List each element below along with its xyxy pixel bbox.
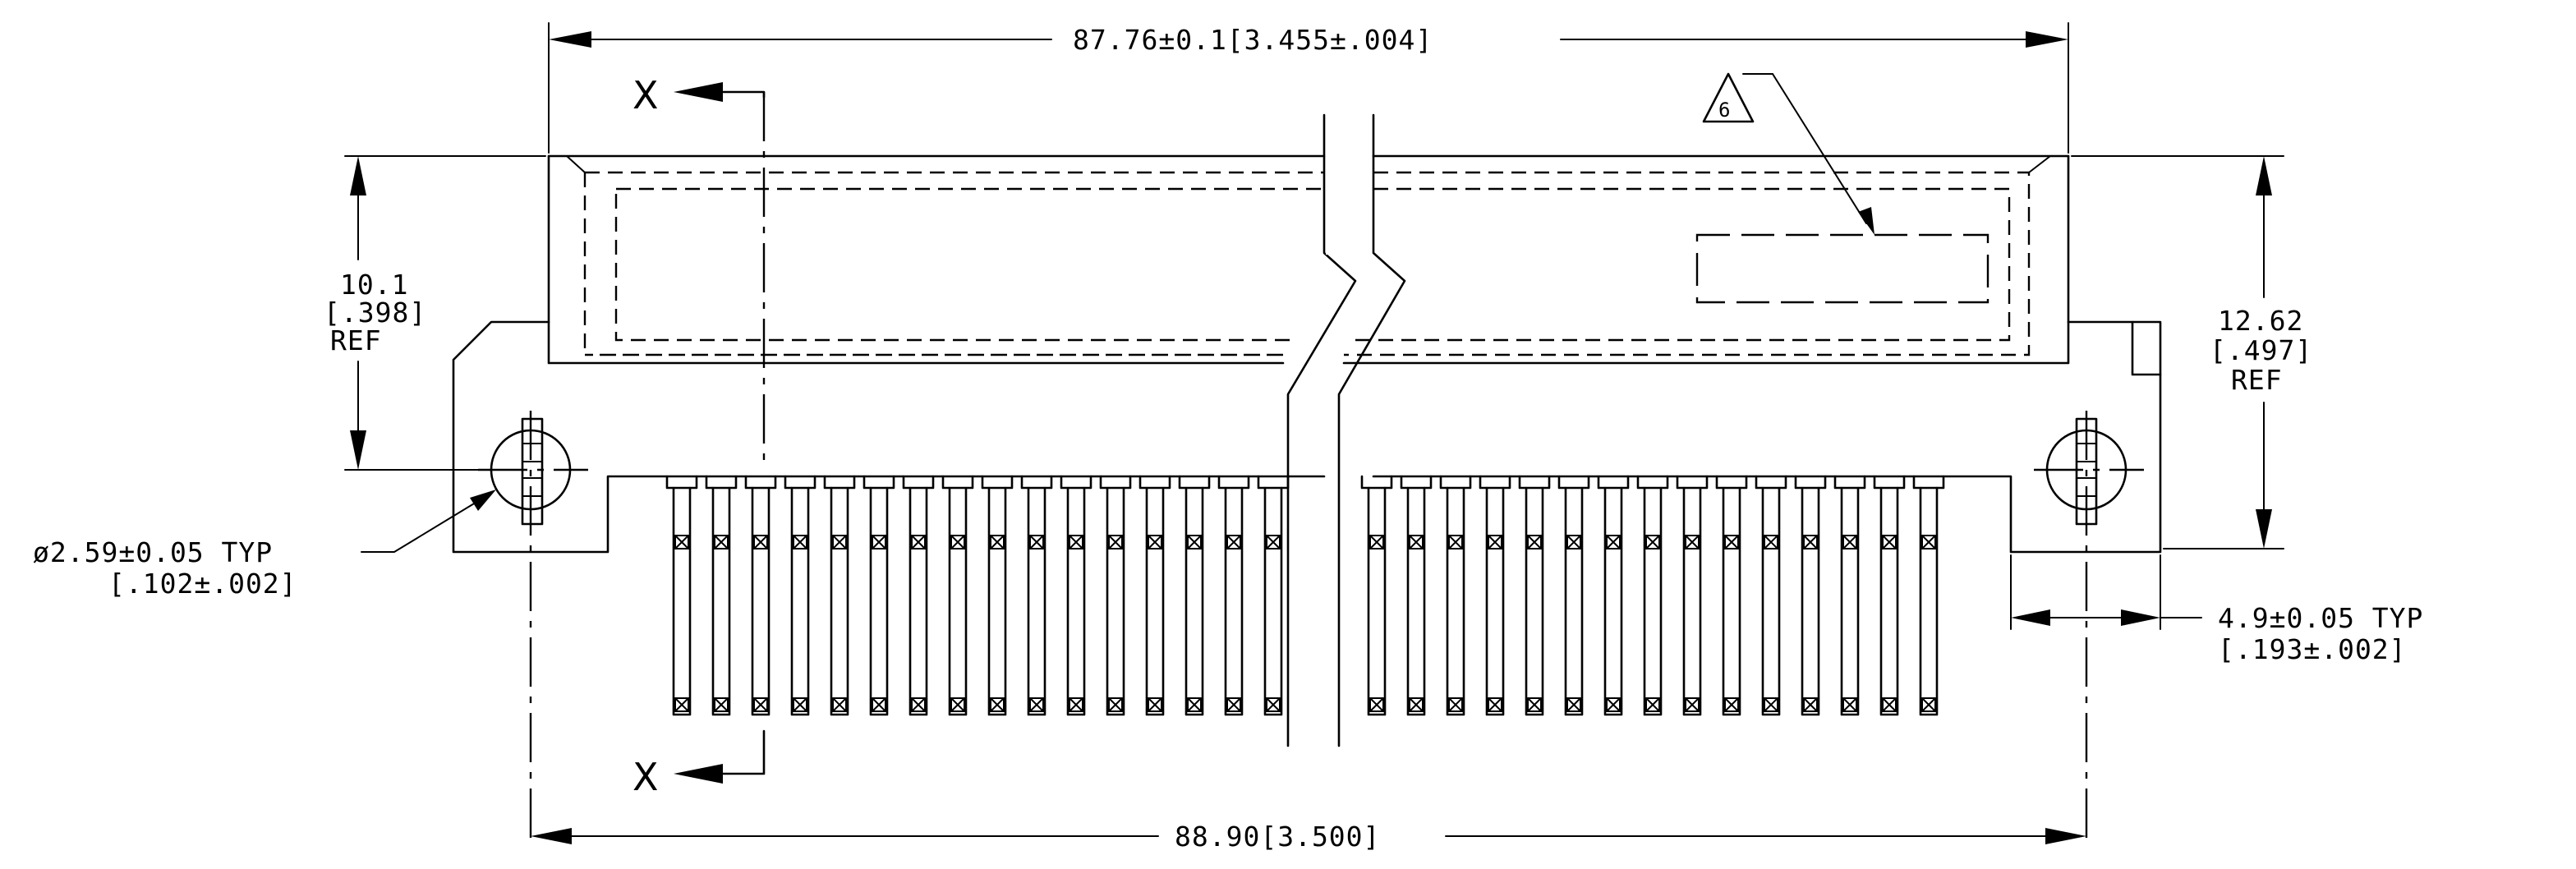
pin [1479,475,1511,716]
pin [1360,475,1393,716]
pin [1833,475,1866,716]
pin [941,475,974,716]
pin [1715,475,1748,716]
flange-width-mm: 4.9±0.05 TYP [2218,602,2423,634]
overall-length-text: 87.76±0.1[3.455±.004] [1073,24,1433,56]
mounting-hole-left [478,411,588,846]
pin [784,475,816,716]
pin [1794,475,1827,716]
pin [1873,475,1906,716]
connector-outline [452,113,2162,747]
dim-overall-length: 87.76±0.1[3.455±.004] [548,22,2069,154]
pin [1400,475,1433,716]
flange-width-in: [.193±.002] [2218,633,2407,665]
body-height-ref: REF [330,324,382,356]
pin [1518,475,1551,716]
note-flag-number: 6 [1718,99,1731,122]
section-line: X X [632,73,766,799]
pin [1138,475,1171,716]
dim-hole-diameter: ø2.59±0.05 TYP [.102±.002] [33,490,496,600]
dim-flange-width: 4.9±0.05 TYP [.193±.002] [2010,554,2423,665]
pin [862,475,895,716]
pin [902,475,935,716]
hole-diameter-in: [.102±.002] [108,568,297,600]
pin [1912,475,1945,716]
pin [1557,475,1590,716]
mounting-hole-right [2034,411,2144,846]
pin [1217,475,1250,716]
hole-diameter-mm: ø2.59±0.05 TYP [33,536,273,568]
pin [744,475,777,716]
body-height-mm: 10.1 [340,269,408,301]
pin [1676,475,1709,716]
pin [1439,475,1472,716]
total-height-in: [.497] [2210,334,2312,366]
total-height-ref: REF [2231,364,2283,396]
pin [1755,475,1787,716]
note-flag: 6 [1702,72,1874,235]
pin [665,475,698,716]
pin [1178,475,1211,716]
dim-total-height: 12.62 [.497] REF [2071,155,2312,549]
pin [1597,475,1630,716]
pin [1099,475,1132,716]
pin [1636,475,1669,716]
pin [981,475,1014,716]
pin [705,475,738,716]
pin [1257,475,1290,716]
body-height-in: [.398] [324,297,426,329]
pin-row [665,475,1945,716]
dim-body-height: 10.1 [.398] REF [324,155,546,471]
pin [1060,475,1092,716]
dim-pin-span: 88.90[3.500] [531,821,2086,853]
pin [823,475,856,716]
section-label-top: X [632,73,659,117]
section-label-bottom: X [632,755,659,799]
pin [1020,475,1053,716]
pin-span-text: 88.90[3.500] [1175,821,1380,853]
total-height-mm: 12.62 [2218,305,2303,337]
